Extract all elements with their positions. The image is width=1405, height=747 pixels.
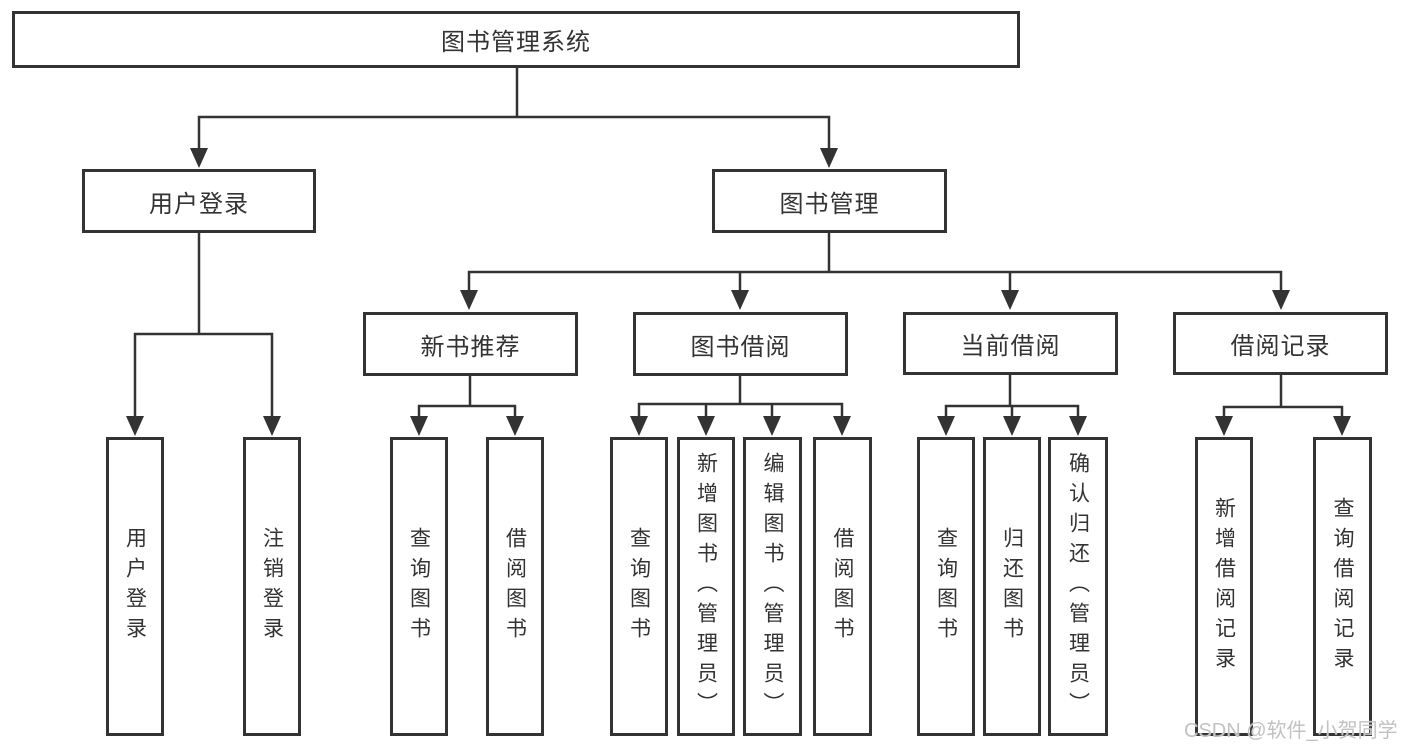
node-label: 用户登录 <box>149 190 249 218</box>
leaf-label: 查询图书 <box>407 526 431 647</box>
leaf-label: 确认归还（管理员） <box>1066 451 1090 722</box>
leaf-logout: 注销登录 <box>243 437 301 736</box>
leaf-label: 查询图书 <box>627 526 651 647</box>
node-borrowing-records: 借阅记录 <box>1173 312 1388 375</box>
leaf-label: 查询借阅记录 <box>1331 496 1354 677</box>
arrowheads <box>126 148 1351 436</box>
leaf-label: 借阅图书 <box>503 526 527 647</box>
node-label: 新书推荐 <box>420 333 521 361</box>
leaf-query-borrow-record: 查询借阅记录 <box>1313 437 1372 736</box>
leaf-query-books-recommend: 查询图书 <box>390 437 448 736</box>
leaf-borrow-books-recommend: 借阅图书 <box>486 437 544 736</box>
node-label: 图书借阅 <box>690 333 791 361</box>
leaf-user-login: 用户登录 <box>106 437 164 736</box>
leaf-confirm-return-admin: 确认归还（管理员） <box>1048 437 1108 736</box>
leaf-query-books-current: 查询图书 <box>917 437 975 736</box>
node-label: 图书管理 <box>779 190 880 218</box>
leaf-edit-book-admin: 编辑图书（管理员） <box>743 437 802 736</box>
leaf-label: 借阅图书 <box>831 526 854 647</box>
leaf-label: 注销登录 <box>260 526 284 647</box>
leaf-return-book: 归还图书 <box>983 437 1041 736</box>
node-book-borrowing: 图书借阅 <box>633 312 848 376</box>
leaf-label: 归还图书 <box>1000 526 1024 647</box>
leaf-label: 查询图书 <box>934 526 958 647</box>
leaf-query-books-borrow: 查询图书 <box>610 437 668 736</box>
node-library-management-system: 图书管理系统 <box>12 11 1020 68</box>
leaf-label: 新增图书（管理员） <box>694 451 718 722</box>
node-label: 当前借阅 <box>960 333 1061 360</box>
node-label: 借阅记录 <box>1230 333 1331 360</box>
leaf-add-borrow-record: 新增借阅记录 <box>1195 437 1253 736</box>
leaf-label: 用户登录 <box>123 526 147 647</box>
node-current-borrowing: 当前借阅 <box>903 312 1118 375</box>
node-user-login: 用户登录 <box>82 169 316 233</box>
leaf-borrow-books-borrow: 借阅图书 <box>813 437 872 736</box>
root-title: 图书管理系统 <box>441 29 591 56</box>
csdn-watermark: CSDN @软件_小贺同学 <box>1184 720 1398 742</box>
leaf-label: 新增借阅记录 <box>1212 496 1236 677</box>
leaf-add-book-admin: 新增图书（管理员） <box>677 437 735 736</box>
leaf-label: 编辑图书（管理员） <box>761 451 784 722</box>
node-book-management: 图书管理 <box>712 169 947 233</box>
node-new-book-recommendation: 新书推荐 <box>363 312 578 376</box>
